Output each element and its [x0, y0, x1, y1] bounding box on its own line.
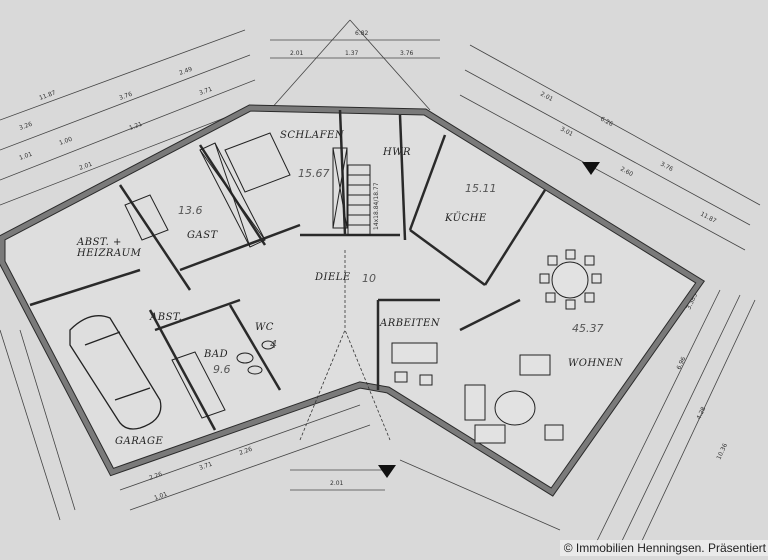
dimension-label: 3.71	[198, 461, 213, 472]
dimension-label: 4.28	[695, 406, 707, 421]
dimension-label: 2.49	[178, 66, 193, 77]
dimension-label: 2.01	[78, 161, 93, 172]
dimension-label: 2.26	[238, 446, 253, 457]
room-label-hwr: HWR	[382, 147, 411, 158]
dimension-label: 1.21	[128, 121, 143, 132]
section-marker-icon	[378, 465, 396, 478]
room-label-abst-heizraum: ABST. +	[76, 237, 122, 248]
area-kueche: 15.11	[465, 182, 497, 195]
dimension-label: 1.37	[345, 50, 359, 57]
room-label-schlafen: SCHLAFEN	[280, 130, 345, 141]
dimension-label: 2.01	[290, 50, 304, 57]
dimension-lines	[0, 19, 761, 546]
wall-hatch	[0, 105, 704, 496]
bathtub	[171, 340, 275, 419]
entrance-canopy	[299, 250, 391, 441]
room-label-diele: DIELE	[314, 272, 351, 283]
room-label-wohnen: WOHNEN	[568, 358, 624, 369]
copyright-notice: © Immobilien Henningsen. Präsentiert	[559, 540, 768, 556]
dimension-label: 6.26	[599, 116, 614, 129]
dimension-label: 3.76	[400, 50, 414, 57]
dimension-label: 6.96	[675, 356, 687, 371]
area-schlafen: 15.67	[298, 167, 330, 180]
area-wohnen: 45.37	[572, 322, 604, 335]
dimension-label: 3.71	[198, 86, 213, 97]
car-icon	[69, 315, 162, 430]
dining-table	[539, 249, 602, 310]
wardrobe	[199, 142, 266, 248]
dimension-label: 2.01	[330, 480, 344, 487]
dimension-label: 2.60	[619, 166, 634, 179]
area-diele: 10	[362, 272, 376, 285]
dimension-label: 1.00	[58, 136, 73, 147]
dimension-label: 3.76	[118, 91, 133, 102]
room-label-arbeiten: ARBEITEN	[379, 318, 441, 329]
area-bad: 9.6	[213, 363, 231, 376]
interior-walls	[29, 109, 547, 431]
room-label-wc: WC	[255, 322, 274, 333]
living-seating	[464, 354, 564, 444]
dimension-label: 3.01	[559, 126, 574, 139]
dimension-label: 11.87	[699, 211, 718, 225]
room-label-abst-heizraum-2: HEIZRAUM	[76, 248, 142, 259]
room-label-bad: BAD	[203, 349, 228, 360]
dimension-label: 1.01	[153, 491, 168, 502]
dimension-label: 2.01	[539, 91, 554, 104]
area-wc: 4	[270, 338, 277, 351]
section-marker-icon	[582, 162, 600, 175]
dimension-label: 3.26	[18, 121, 33, 132]
room-label-gast: GAST	[187, 230, 219, 241]
dimension-label: 1.01	[18, 151, 33, 162]
dimension-label: 10.36	[715, 442, 729, 461]
beds	[124, 132, 291, 241]
room-label-kueche: KÜCHE	[444, 212, 487, 224]
dimension-label: 6.82	[355, 30, 369, 37]
room-label-garage: GARAGE	[115, 436, 163, 447]
stair-label: 14x18.84/18.77	[373, 182, 380, 230]
dimension-label: 2.26	[148, 471, 163, 482]
desk	[391, 342, 438, 386]
room-label-abst: ABST.	[149, 312, 182, 323]
dimension-label: 3.76	[659, 161, 674, 174]
area-gast: 13.6	[178, 204, 203, 217]
staircase	[332, 147, 371, 236]
dimension-labels: 11.87 3.26 1.01 1.00 1.21 2.01 3.76 2.49 3.71 6.8…	[18, 30, 729, 502]
